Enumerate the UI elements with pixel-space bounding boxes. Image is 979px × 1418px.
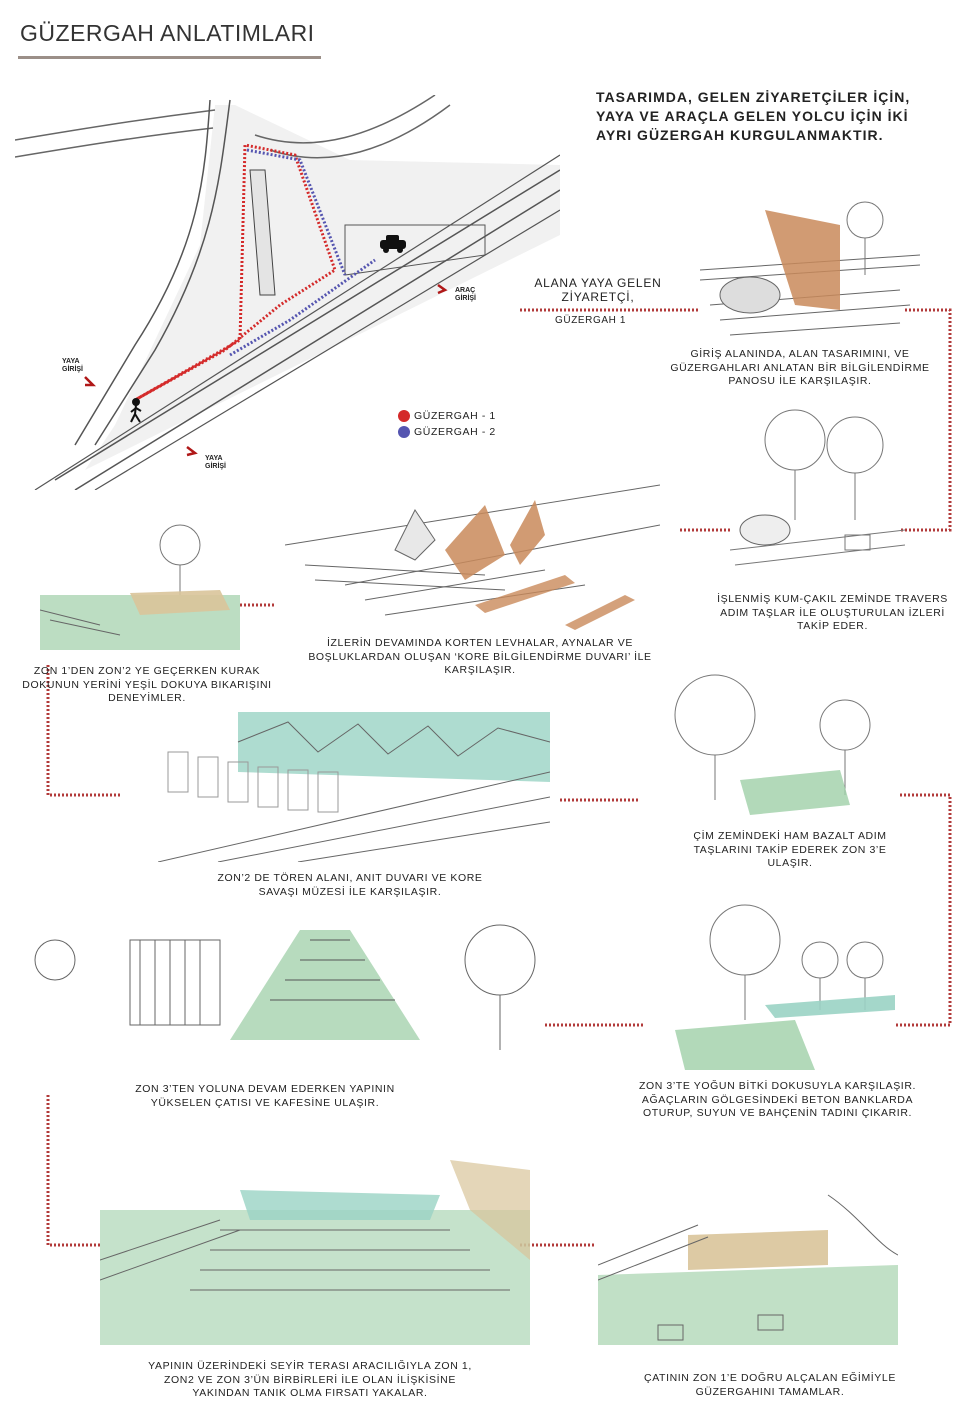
sketch-vegetation — [655, 900, 895, 1070]
caption-8: ZON 3’TE YOĞUN BİTKİ DOKUSUYLA KARŞILAŞI… — [638, 1080, 917, 1119]
caption-1: GİRİŞ ALANINDA, ALAN TASARIMINI, VE GÜZE… — [670, 348, 930, 387]
caption-7: ZON 3’TEN YOLUNA DEVAM EDERKEN YAPININ Y… — [135, 1083, 395, 1109]
sketch-basalt-stones — [640, 670, 902, 820]
legend-item-route1: GÜZERGAH - 1 — [398, 410, 496, 423]
yaya-girisi-bottom-label: YAYA — [205, 455, 223, 462]
sketch-terrace — [100, 1150, 530, 1345]
caption-5: ZON’2 DE TÖREN ALANI, ANIT DUVARI VE KOR… — [217, 872, 483, 898]
sketch-zone-transition — [40, 515, 240, 650]
sketch-sand-gravel — [730, 400, 905, 580]
sketch-roof-descend — [598, 1185, 898, 1345]
route-intro-line2: ZİYARETÇİ, — [561, 290, 635, 304]
route-intro-line1: ALANA YAYA GELEN — [534, 276, 662, 290]
caption-3: İZLERİN DEVAMINDA KORTEN LEVHALAR, AYNAL… — [308, 637, 652, 676]
route1-dot-icon — [398, 410, 410, 423]
route-intro: ALANA YAYA GELEN ZİYARETÇİ, — [518, 276, 678, 304]
sketch-korea-wall — [285, 465, 660, 630]
sketch-ceremony-area — [158, 712, 550, 862]
sketch-roof-cafe — [30, 920, 545, 1065]
page-title: GÜZERGAH ANLATIMLARI — [20, 20, 315, 46]
caption-4: ZON 1’DEN ZON’2 YE GEÇERKEN KURAK DOKUNU… — [22, 665, 272, 704]
sketch-info-board — [700, 195, 920, 345]
route-legend: GÜZERGAH - 1 GÜZERGAH - 2 — [398, 410, 496, 439]
intro-text: TASARIMDA, GELEN ZİYARETÇİLER İÇİN, YAYA… — [596, 89, 911, 143]
caption-9: YAPININ ÜZERİNDEKİ SEYİR TERASI ARACILIĞ… — [148, 1360, 472, 1399]
yaya-girisi-left-label: YAYA — [62, 358, 80, 365]
caption-2: İŞLENMİŞ KUM-ÇAKIL ZEMİNDE TRAVERS ADIM … — [717, 593, 948, 632]
legend-item-route2: GÜZERGAH - 2 — [398, 426, 496, 439]
route-intro-line3: GÜZERGAH 1 — [555, 315, 627, 326]
site-plan-map: YAYA GİRİŞİ YAYA GİRİŞİ ARAÇ GİRİŞİ — [15, 95, 560, 490]
arac-girisi-label: ARAÇ — [455, 287, 476, 294]
caption-10: ÇATININ ZON 1’E DOĞRU ALÇALAN EĞİMİYLE G… — [644, 1372, 896, 1398]
caption-6: ÇİM ZEMİNDEKİ HAM BAZALT ADIM TAŞLARINI … — [693, 830, 887, 869]
title-underline — [18, 56, 321, 59]
route2-dot-icon — [398, 426, 410, 439]
